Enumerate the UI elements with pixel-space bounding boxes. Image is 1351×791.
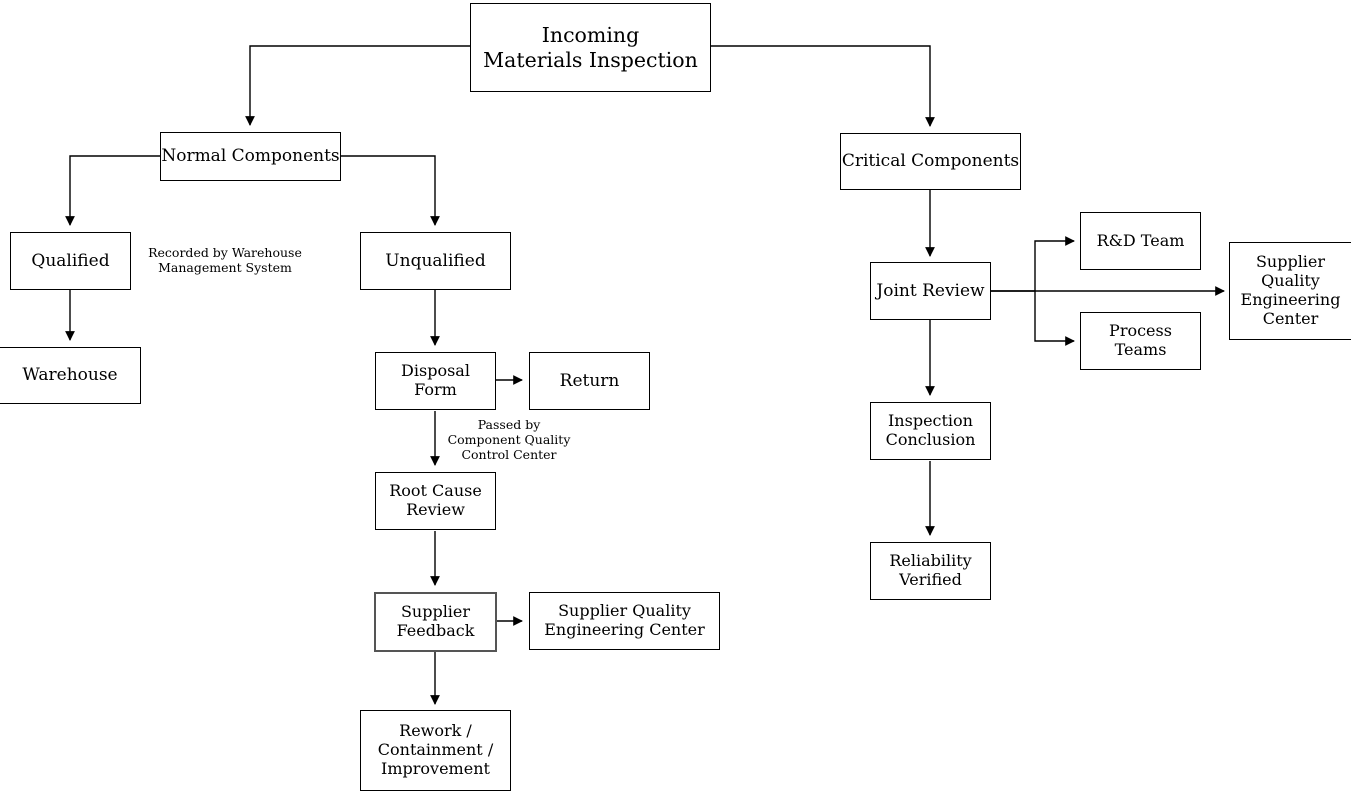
node-supplier-feedback[interactable]: Supplier Feedback — [374, 592, 497, 652]
node-return[interactable]: Return — [529, 352, 650, 410]
node-reliability-verified[interactable]: Reliability Verified — [870, 542, 991, 600]
edge-label-warehouse-note: Recorded by Warehouse Management System — [148, 245, 302, 275]
node-supplier-quality-engineering-center-left[interactable]: Supplier Quality Engineering Center — [529, 592, 720, 650]
node-disposal-form[interactable]: Disposal Form — [375, 352, 496, 410]
node-process-teams[interactable]: Process Teams — [1080, 312, 1201, 370]
edge-label-disposal-note: Passed by Component Quality Control Cent… — [447, 417, 571, 462]
node-supplier-quality-engineering-center-right[interactable]: Supplier Quality Engineering Center — [1229, 242, 1351, 340]
node-joint-review[interactable]: Joint Review — [870, 262, 991, 320]
node-normal-components[interactable]: Normal Components — [160, 132, 341, 181]
node-inspection-conclusion[interactable]: Inspection Conclusion — [870, 402, 991, 460]
node-rework-containment-improvement[interactable]: Rework / Containment / Improvement — [360, 710, 511, 791]
node-rd-team[interactable]: R&D Team — [1080, 212, 1201, 270]
node-qualified[interactable]: Qualified — [10, 232, 131, 290]
node-warehouse[interactable]: Warehouse — [0, 347, 141, 404]
node-root-cause-review[interactable]: Root Cause Review — [375, 472, 496, 530]
node-incoming-materials-inspection[interactable]: Incoming Materials Inspection — [470, 3, 711, 92]
node-critical-components[interactable]: Critical Components — [840, 133, 1021, 190]
node-unqualified[interactable]: Unqualified — [360, 232, 511, 290]
